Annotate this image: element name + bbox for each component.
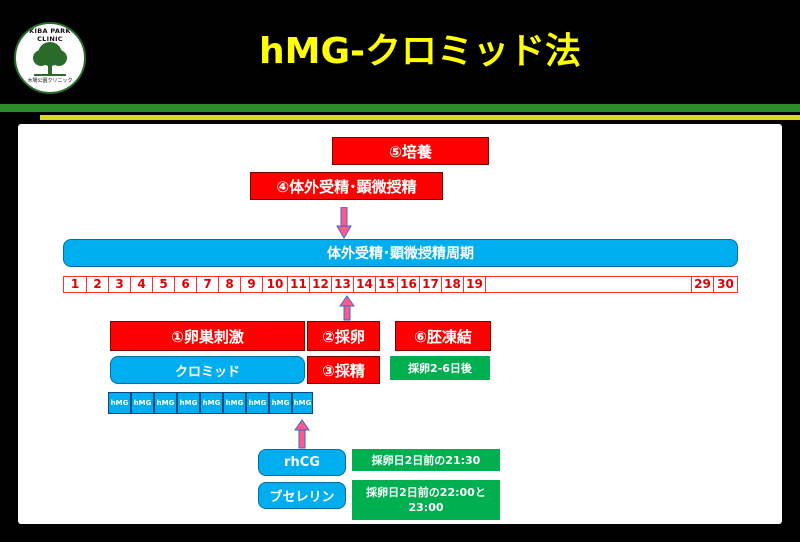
hmg-injection: hMG — [154, 392, 177, 414]
day-cell: 10 — [263, 277, 288, 292]
ovarian-stimulation-box: ①卵巣刺激 — [110, 321, 305, 351]
cycle-bar: 体外受精･顕微授精周期 — [63, 239, 738, 267]
day-cell: 7 — [197, 277, 219, 292]
culture-box: ⑤培養 — [332, 137, 489, 165]
day-cell: 2 — [87, 277, 109, 292]
sperm-collection-box: ③採精 — [307, 356, 380, 384]
day-cell: 18 — [442, 277, 464, 292]
hmg-injection: hMG — [269, 392, 292, 414]
up-arrow-icon — [294, 419, 310, 449]
day-cell: 30 — [717, 277, 734, 291]
day-cell: 9 — [241, 277, 263, 292]
day-cell: 29 — [692, 277, 714, 292]
hmg-injection: hMG — [177, 392, 200, 414]
day-cell: 3 — [109, 277, 131, 292]
day-cell: 19 — [464, 277, 486, 292]
hmg-injection: hMG — [131, 392, 154, 414]
hmg-injection: hMG — [108, 392, 131, 414]
hmg-injection: hMG — [246, 392, 269, 414]
title-divider-yellow — [40, 115, 800, 120]
logo-clinic-sub: 木場公園クリニック — [27, 78, 73, 84]
day-cell: 11 — [288, 277, 310, 292]
hmg-injection: hMG — [200, 392, 223, 414]
down-arrow-icon — [336, 207, 352, 239]
day-cell: 15 — [376, 277, 398, 292]
clinic-logo: KIBA PARK CLINIC 木場公園クリニック — [14, 22, 86, 94]
day-row: 1 2 3 4 5 6 7 8 9 10 11 12 13 14 15 16 1… — [63, 276, 738, 293]
embryo-freezing-box: ⑥胚凍結 — [395, 321, 491, 351]
day-cell: 17 — [420, 277, 442, 292]
buserelin-box: ブセレリン — [258, 482, 346, 509]
rhcg-timing-label: 採卵日2日前の21:30 — [352, 449, 500, 471]
hmg-injection: hMG — [223, 392, 246, 414]
freeze-timing-label: 採卵2-6日後 — [390, 356, 490, 380]
slide-title: hMG-クロミッド法 — [259, 31, 581, 72]
tree-icon — [33, 42, 67, 76]
day-cell: 1 — [64, 277, 87, 292]
day-cell: 5 — [153, 277, 175, 292]
clomid-bar: クロミッド — [110, 356, 305, 384]
day-gap — [486, 277, 692, 292]
ivf-box: ④体外受精･顕微授精 — [250, 172, 443, 200]
up-arrow-icon — [339, 295, 355, 321]
day-cell: 14 — [354, 277, 376, 292]
day-cell: 6 — [175, 277, 197, 292]
buserelin-timing-label: 採卵日2日前の22:00と 23:00 — [352, 480, 500, 520]
logo-clinic-name: KIBA PARK CLINIC — [29, 27, 71, 43]
egg-retrieval-box: ②採卵 — [307, 321, 380, 351]
day-cell: 8 — [219, 277, 241, 292]
day-cell: 12 — [310, 277, 332, 292]
hmg-injection: hMG — [292, 392, 313, 414]
rhcg-box: rhCG — [258, 449, 346, 476]
day-cell: 4 — [131, 277, 153, 292]
day-cell: 13 — [332, 277, 354, 292]
title-divider-green — [0, 104, 800, 112]
day-cell: 16 — [398, 277, 420, 292]
